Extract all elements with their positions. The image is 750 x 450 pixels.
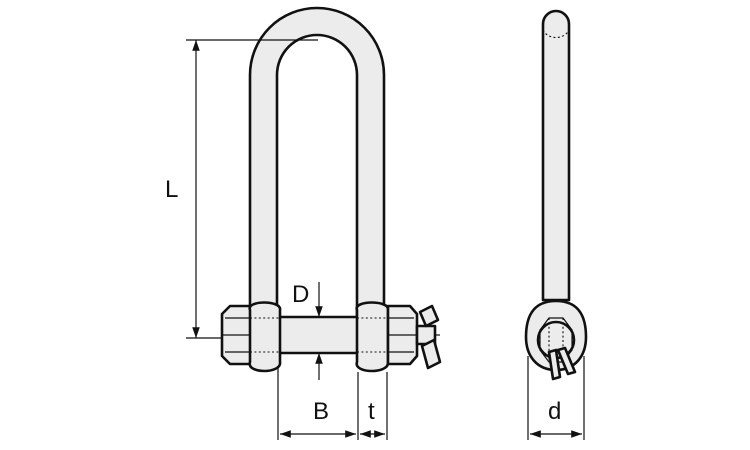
side-cotter-pin <box>547 346 577 381</box>
shackle-body <box>248 6 386 320</box>
dimension-label-D: D <box>292 281 309 308</box>
side-view: d <box>524 9 588 440</box>
front-view: L D B t <box>165 6 442 440</box>
dimension-L: L <box>165 39 318 339</box>
dimension-label-L: L <box>165 176 178 203</box>
cotter-pin <box>415 304 442 370</box>
dimension-B: B <box>277 368 359 440</box>
dimension-label-t: t <box>368 398 375 425</box>
right-eye-boss <box>355 301 390 373</box>
dimension-label-B: B <box>313 398 329 425</box>
dimension-t: t <box>360 372 388 440</box>
side-body <box>541 9 571 302</box>
dimension-label-d: d <box>548 398 561 425</box>
dimension-D: D <box>292 281 323 380</box>
dimension-d: d <box>527 356 585 440</box>
left-eye-boss <box>248 301 282 373</box>
